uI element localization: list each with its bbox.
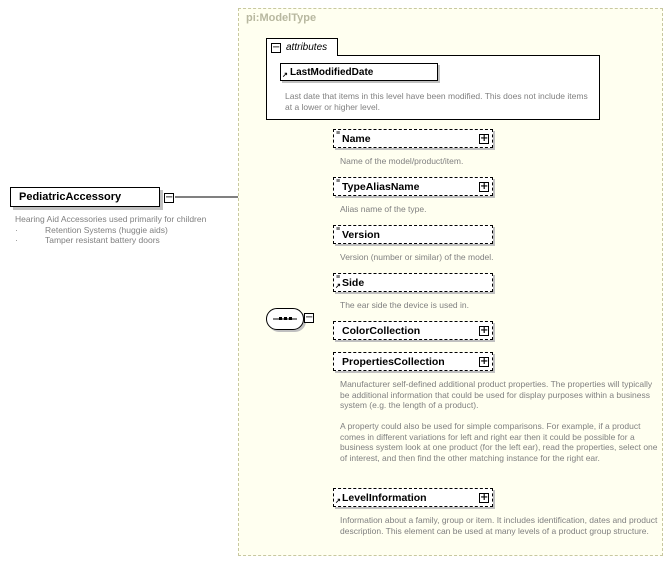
children-icon: ≡: [336, 130, 341, 137]
element-label: Name: [342, 133, 371, 145]
root-description-bullet-text: Retention Systems (huggie aids): [45, 224, 168, 235]
collapse-root-button[interactable]: −: [164, 192, 174, 203]
element-label: PropertiesCollection: [342, 356, 445, 368]
element-label: Version: [342, 229, 380, 241]
collapse-attributes-button[interactable]: −: [271, 42, 281, 53]
children-icon: ≡: [336, 178, 341, 185]
root-description-bullet-text: Tamper resistant battery doors: [45, 235, 160, 245]
attributes-tab-label: attributes: [286, 42, 328, 53]
sequence-compositor[interactable]: [266, 308, 304, 330]
attribute-item[interactable]: ↗ LastModifiedDate: [280, 63, 438, 81]
element-name[interactable]: ≡ Name +: [333, 129, 493, 148]
element-description: Name of the model/product/item.: [340, 156, 464, 166]
element-description: Alias name of the type.: [340, 204, 427, 214]
element-description: Manufacturer self-defined additional pro…: [340, 379, 658, 463]
attribute-item-label: LastModifiedDate: [290, 67, 374, 78]
attributes-tab[interactable]: − attributes: [266, 38, 338, 56]
reference-arrow-icon: ↗: [282, 72, 288, 79]
attribute-description: Last date that items in this level have …: [285, 91, 588, 112]
root-description-line: Hearing Aid Accessories used primarily f…: [15, 214, 207, 224]
root-description-bullet: · Retention Systems (huggie aids): [15, 225, 235, 236]
element-description: The ear side the device is used in.: [340, 300, 469, 310]
collapse-sequence-button[interactable]: −: [304, 312, 314, 323]
expand-button[interactable]: +: [479, 181, 489, 192]
element-label: Side: [342, 277, 365, 289]
element-color-collection[interactable]: ColorCollection +: [333, 321, 493, 340]
root-description-bullet: · Tamper resistant battery doors: [15, 235, 235, 246]
sequence-icon: [273, 317, 297, 320]
bullet-icon: ·: [15, 235, 18, 245]
children-icon: ≡: [336, 226, 341, 233]
element-side[interactable]: ≡ ↗ Side: [333, 273, 493, 292]
reference-arrow-icon: ↗: [335, 283, 341, 290]
children-icon: ≡: [336, 274, 341, 281]
root-element-label: PediatricAccessory: [19, 191, 122, 203]
element-level-information[interactable]: ↗ LevelInformation +: [333, 488, 493, 507]
expand-button[interactable]: +: [479, 492, 489, 503]
element-properties-collection[interactable]: PropertiesCollection +: [333, 352, 493, 371]
element-label: TypeAliasName: [342, 181, 420, 193]
element-description: Information about a family, group or ite…: [340, 515, 658, 536]
root-element[interactable]: PediatricAccessory: [10, 187, 160, 207]
element-description: Version (number or similar) of the model…: [340, 252, 494, 262]
expand-button[interactable]: +: [479, 325, 489, 336]
bullet-icon: ·: [15, 224, 18, 235]
root-description: Hearing Aid Accessories used primarily f…: [15, 214, 235, 246]
element-label: LevelInformation: [342, 492, 427, 504]
expand-button[interactable]: +: [479, 133, 489, 144]
complex-type-title: pi:ModelType: [246, 12, 317, 24]
expand-button[interactable]: +: [479, 356, 489, 367]
element-version[interactable]: ≡ Version: [333, 225, 493, 244]
element-type-alias-name[interactable]: ≡ TypeAliasName +: [333, 177, 493, 196]
reference-arrow-icon: ↗: [335, 498, 341, 505]
element-label: ColorCollection: [342, 325, 421, 337]
